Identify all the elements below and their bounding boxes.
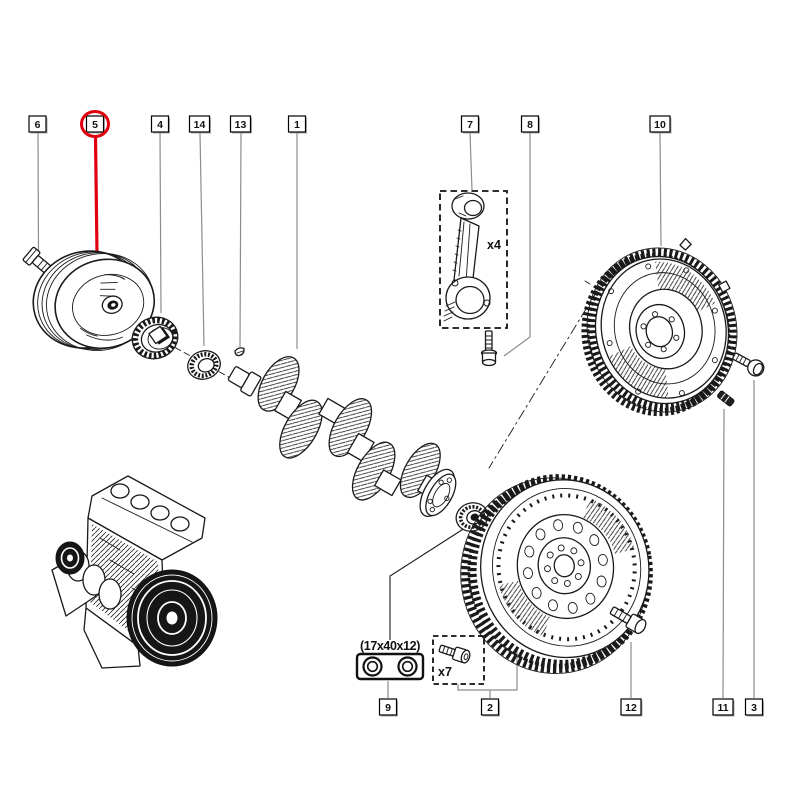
callout-12[interactable]: 12 [620,698,643,717]
highlight-leader [93,135,99,255]
callout-10[interactable]: 10 [649,115,672,134]
crankshaft-drawing [227,356,457,517]
svg-text:1: 1 [294,119,300,131]
svg-text:12: 12 [625,702,637,714]
svg-text:5: 5 [92,119,98,131]
callout-5[interactable]: 5 [80,110,110,138]
bolt-kit-box: x7 [432,635,485,685]
callout-14[interactable]: 14 [188,115,212,134]
sensor-ring-drawing [187,350,221,380]
svg-text:7: 7 [467,119,473,131]
bearing-size-symbol: (17x40x12) [355,639,425,681]
svg-text:10: 10 [654,119,666,131]
svg-text:14: 14 [194,119,206,131]
bolt-quantity-label: x7 [438,665,452,679]
dowel-pin-drawing [717,390,735,407]
callout-6[interactable]: 6 [28,115,48,134]
svg-text:8: 8 [527,119,533,131]
callouts-bottom: 9 2 12 11 3 [378,698,765,717]
callout-7[interactable]: 7 [460,115,481,134]
svg-text:13: 13 [235,119,247,131]
svg-text:3: 3 [751,702,757,714]
flywheel-drawing [581,237,738,417]
callout-13[interactable]: 13 [229,115,253,134]
callouts-top: 6 5 4 14 13 1 [28,110,672,138]
callout-1[interactable]: 1 [287,115,308,134]
svg-text:11: 11 [717,702,728,714]
svg-text:2: 2 [487,702,493,714]
callout-9[interactable]: 9 [378,698,399,717]
callout-11[interactable]: 11 [712,698,735,717]
bearing-size-label: (17x40x12) [360,639,420,653]
callout-2[interactable]: 2 [480,698,501,717]
leader-lines [37,132,755,699]
conrod-bolt-drawing [480,330,498,367]
conrod-quantity-label: x4 [487,238,501,252]
highlight-circle [80,110,110,138]
svg-text:4: 4 [157,119,163,131]
kit-bolt-drawing [438,644,471,664]
connecting-rod-drawing [443,192,491,322]
crank-pulley-drawing [32,250,156,351]
flywheel-bolt-drawing [732,352,765,377]
dual-mass-flywheel-drawing [460,474,653,674]
timing-sprocket-drawing [131,316,179,360]
engine-assembly-thumbnail [51,475,218,669]
callout-8[interactable]: 8 [520,115,541,134]
svg-text:9: 9 [385,702,391,714]
svg-text:6: 6 [35,119,41,131]
dmf-bolt-drawing [609,606,647,635]
callout-3[interactable]: 3 [744,698,765,717]
connecting-rod-group: x4 [439,190,508,329]
callout-4[interactable]: 4 [150,115,171,134]
woodruff-key-drawing [234,347,245,357]
